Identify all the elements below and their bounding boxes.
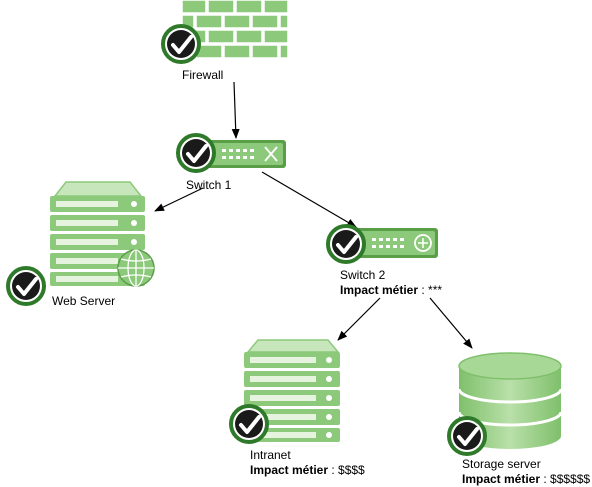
intranet-server-icon xyxy=(244,339,340,442)
connections xyxy=(154,81,473,349)
firewall-label: Firewall xyxy=(182,68,224,82)
firewall-check-icon xyxy=(161,24,201,64)
storage-impact-label: Impact métier xyxy=(462,472,541,486)
globe-icon xyxy=(117,249,155,287)
web-server-label: Web Server xyxy=(52,294,116,308)
intranet-impact-label: Impact métier xyxy=(250,463,329,477)
storage-impact: Impact métier : $$$$$$ xyxy=(462,472,590,486)
link-switch2-storage xyxy=(429,297,473,349)
switch2-check-icon xyxy=(326,224,366,264)
intranet-label: Intranet xyxy=(250,448,291,462)
storage-impact-value: : $$$$$$ xyxy=(540,472,591,486)
switch2-label: Switch 2 xyxy=(340,268,386,282)
switch2-impact-value: : *** xyxy=(418,283,443,297)
link-switch1-webserver xyxy=(154,187,204,212)
web-server-icon xyxy=(50,181,145,286)
link-firewall-switch1 xyxy=(231,81,240,139)
switch2-impact-label: Impact métier xyxy=(340,283,419,297)
intranet-impact: Impact métier : $$$$ xyxy=(250,463,365,477)
intranet-impact-value: : $$$$ xyxy=(328,463,365,477)
link-switch1-switch2 xyxy=(261,171,357,228)
switch2-impact: Impact métier : *** xyxy=(340,283,442,297)
web-server-check-icon xyxy=(6,266,46,306)
storage-label: Storage server xyxy=(462,457,541,471)
link-switch2-intranet xyxy=(337,297,381,341)
intranet-check-icon xyxy=(229,404,269,444)
switch1-label: Switch 1 xyxy=(186,178,232,192)
switch1-check-icon xyxy=(176,133,216,173)
storage-check-icon xyxy=(447,416,487,456)
